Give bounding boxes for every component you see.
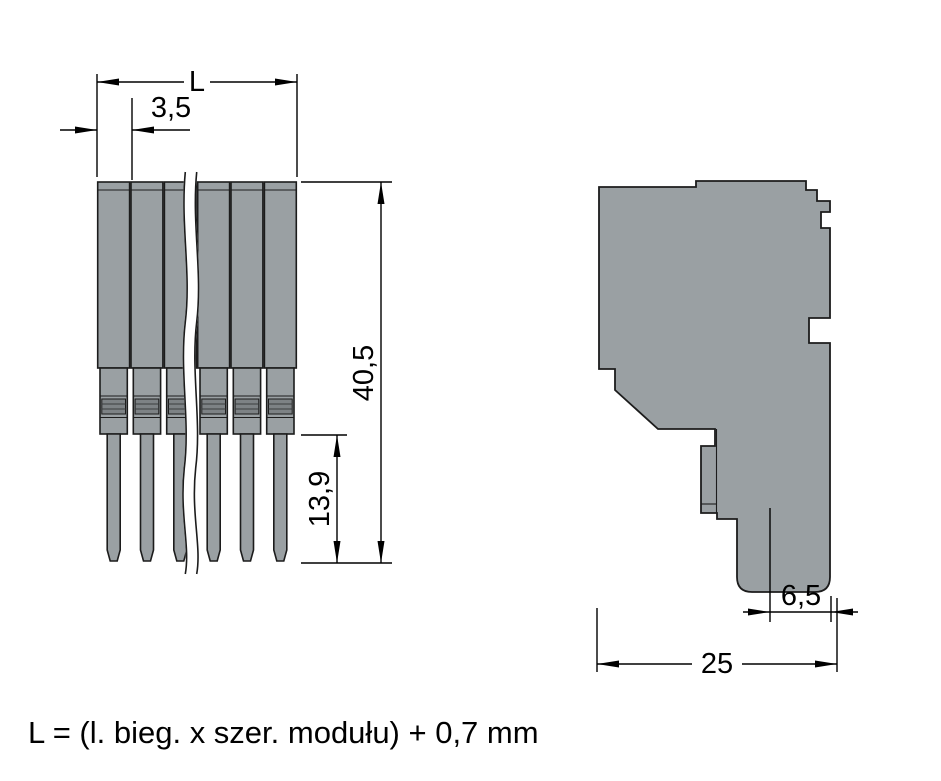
dimension-total-height: 40,5	[301, 181, 392, 564]
clamp-window	[268, 398, 293, 415]
arrowhead	[815, 660, 837, 668]
pin	[239, 433, 255, 562]
terminal-segment	[196, 181, 231, 562]
segment-body	[263, 181, 298, 369]
dimension-pin-width: 6,5	[743, 508, 858, 622]
terminal-segment	[230, 181, 264, 562]
break-line	[182, 171, 200, 576]
terminal-segment	[130, 181, 164, 562]
dimension-L: L	[96, 66, 298, 177]
side-view-dimensions: 6,5 25	[596, 508, 858, 680]
dimension-label-depth: 25	[701, 648, 733, 680]
clamp-window	[134, 398, 160, 415]
arrowhead	[275, 78, 297, 86]
segment-body	[96, 181, 131, 369]
front-view	[96, 171, 298, 576]
arrowhead	[132, 126, 154, 134]
dimension-pitch: 3,5	[60, 92, 191, 180]
break-wave-line	[193, 171, 200, 575]
pin	[106, 433, 121, 562]
segment-body	[196, 181, 231, 369]
arrowhead	[377, 182, 385, 204]
dimension-pin-length: 13,9	[301, 434, 347, 563]
segment-body	[130, 181, 164, 369]
dimension-label-pitch: 3,5	[151, 92, 191, 124]
side-view	[598, 180, 831, 593]
arrowhead	[831, 608, 853, 616]
pin	[139, 433, 155, 562]
pin	[272, 433, 288, 562]
arrowhead	[333, 541, 341, 563]
dimension-label-pin-length: 13,9	[304, 471, 336, 527]
clamp-window	[234, 398, 260, 415]
formula-text: L = (l. bieg. x szer. modułu) + 0,7 mm	[28, 715, 539, 750]
segment-body	[230, 181, 264, 369]
arrowhead	[97, 78, 119, 86]
arrowhead	[333, 435, 341, 457]
dimension-depth: 25	[596, 598, 838, 680]
break-wave-line	[182, 171, 188, 575]
arrowhead	[597, 660, 619, 668]
terminal-segment	[96, 181, 131, 562]
side-profile-outline	[598, 180, 831, 593]
dimension-label-pin-width: 6,5	[781, 580, 821, 612]
terminal-segment	[263, 181, 298, 562]
arrowhead	[75, 126, 97, 134]
clamp-window	[101, 398, 127, 415]
front-view-dimensions: L 3,5 40,5 13,9	[60, 66, 392, 564]
pin	[206, 433, 221, 562]
break-mask	[182, 171, 200, 576]
dimension-label-total-height: 40,5	[348, 345, 380, 401]
arrowhead	[748, 608, 770, 616]
arrowhead	[377, 541, 385, 563]
clamp-window	[201, 398, 227, 415]
dimension-label-L: L	[189, 66, 205, 98]
